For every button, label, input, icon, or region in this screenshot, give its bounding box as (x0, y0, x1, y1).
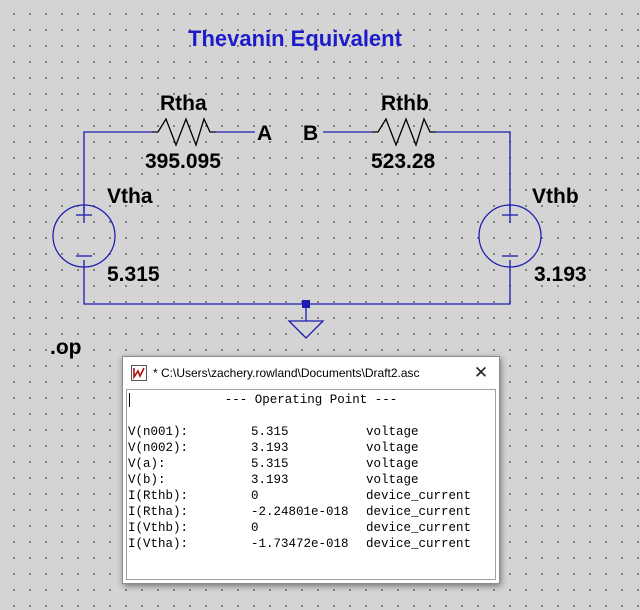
node-b-label[interactable]: B (303, 122, 319, 145)
op-result-row: I(Vthb): 0 device_current (127, 520, 495, 536)
op-result-row: I(Rthb): 0 device_current (127, 488, 495, 504)
wire-left-top (83, 131, 152, 212)
ltspice-app-icon (131, 365, 147, 381)
rthb-name-label[interactable]: Rthb (381, 92, 429, 115)
op-row-value: 5.315 (251, 425, 289, 439)
node-a-label[interactable]: A (257, 122, 273, 145)
op-row-name: I(Vthb): (128, 521, 189, 535)
op-result-row: V(n001): 5.315 voltage (127, 424, 495, 440)
vthb-value-label[interactable]: 3.193 (534, 263, 587, 286)
resistor-icon[interactable] (372, 117, 436, 147)
op-row-value: 3.193 (251, 441, 289, 455)
op-row-name: V(b): (128, 473, 166, 487)
op-row-type: device_current (366, 489, 472, 503)
wire-right-bottom (306, 260, 511, 305)
op-row-name: V(a): (128, 457, 166, 471)
node-dot-icon (302, 300, 310, 308)
op-row-type: voltage (366, 441, 419, 455)
op-row-type: device_current (366, 521, 472, 535)
rtha-value-label[interactable]: 395.095 (145, 150, 221, 173)
schematic-title[interactable]: Thevanin Equivalent (188, 26, 402, 51)
op-row-name: V(n001): (128, 425, 189, 439)
op-row-value: 5.315 (251, 457, 289, 471)
op-directive[interactable]: .op (50, 336, 82, 359)
rtha-name-label[interactable]: Rtha (160, 92, 207, 115)
op-row-type: voltage (366, 457, 419, 471)
text-caret (129, 393, 130, 407)
op-row-value: 0 (251, 521, 259, 535)
op-row-type: voltage (366, 473, 419, 487)
op-result-row: V(a): 5.315 voltage (127, 456, 495, 472)
op-results-pane[interactable]: --- Operating Point --- V(n001): 5.315 v… (126, 389, 496, 580)
op-row-value: 0 (251, 489, 259, 503)
op-row-value: -1.73472e-018 (251, 537, 349, 551)
voltage-source-icon[interactable] (52, 204, 116, 268)
operating-point-window[interactable]: * C:\Users\zachery.rowland\Documents\Dra… (122, 356, 500, 584)
op-row-type: voltage (366, 425, 419, 439)
wire-left-bottom (83, 260, 306, 305)
close-icon[interactable]: ✕ (473, 363, 489, 383)
vtha-value-label[interactable]: 5.315 (107, 263, 160, 286)
vtha-name-label[interactable]: Vtha (107, 185, 153, 208)
op-row-name: I(Vtha): (128, 537, 189, 551)
vthb-name-label[interactable]: Vthb (532, 185, 579, 208)
op-row-type: device_current (366, 505, 472, 519)
voltage-source-icon[interactable] (478, 204, 542, 268)
rthb-value-label[interactable]: 523.28 (371, 150, 436, 173)
op-result-row: I(Rtha): -2.24801e-018 device_current (127, 504, 495, 520)
op-result-row: V(n002): 3.193 voltage (127, 440, 495, 456)
op-row-value: -2.24801e-018 (251, 505, 349, 519)
op-result-row: V(b): 3.193 voltage (127, 472, 495, 488)
op-row-type: device_current (366, 537, 472, 551)
op-row-name: I(Rtha): (128, 505, 189, 519)
op-row-name: I(Rthb): (128, 489, 189, 503)
op-header: --- Operating Point --- (224, 393, 398, 407)
op-row-name: V(n002): (128, 441, 189, 455)
op-window-titlebar[interactable]: * C:\Users\zachery.rowland\Documents\Dra… (123, 357, 499, 389)
resistor-icon[interactable] (152, 117, 216, 147)
ground-icon[interactable] (287, 320, 325, 339)
op-window-title: * C:\Users\zachery.rowland\Documents\Dra… (153, 366, 420, 380)
op-result-row: I(Vtha): -1.73472e-018 device_current (127, 536, 495, 552)
wire-right-top (436, 131, 511, 212)
wires (83, 131, 511, 321)
op-row-value: 3.193 (251, 473, 289, 487)
